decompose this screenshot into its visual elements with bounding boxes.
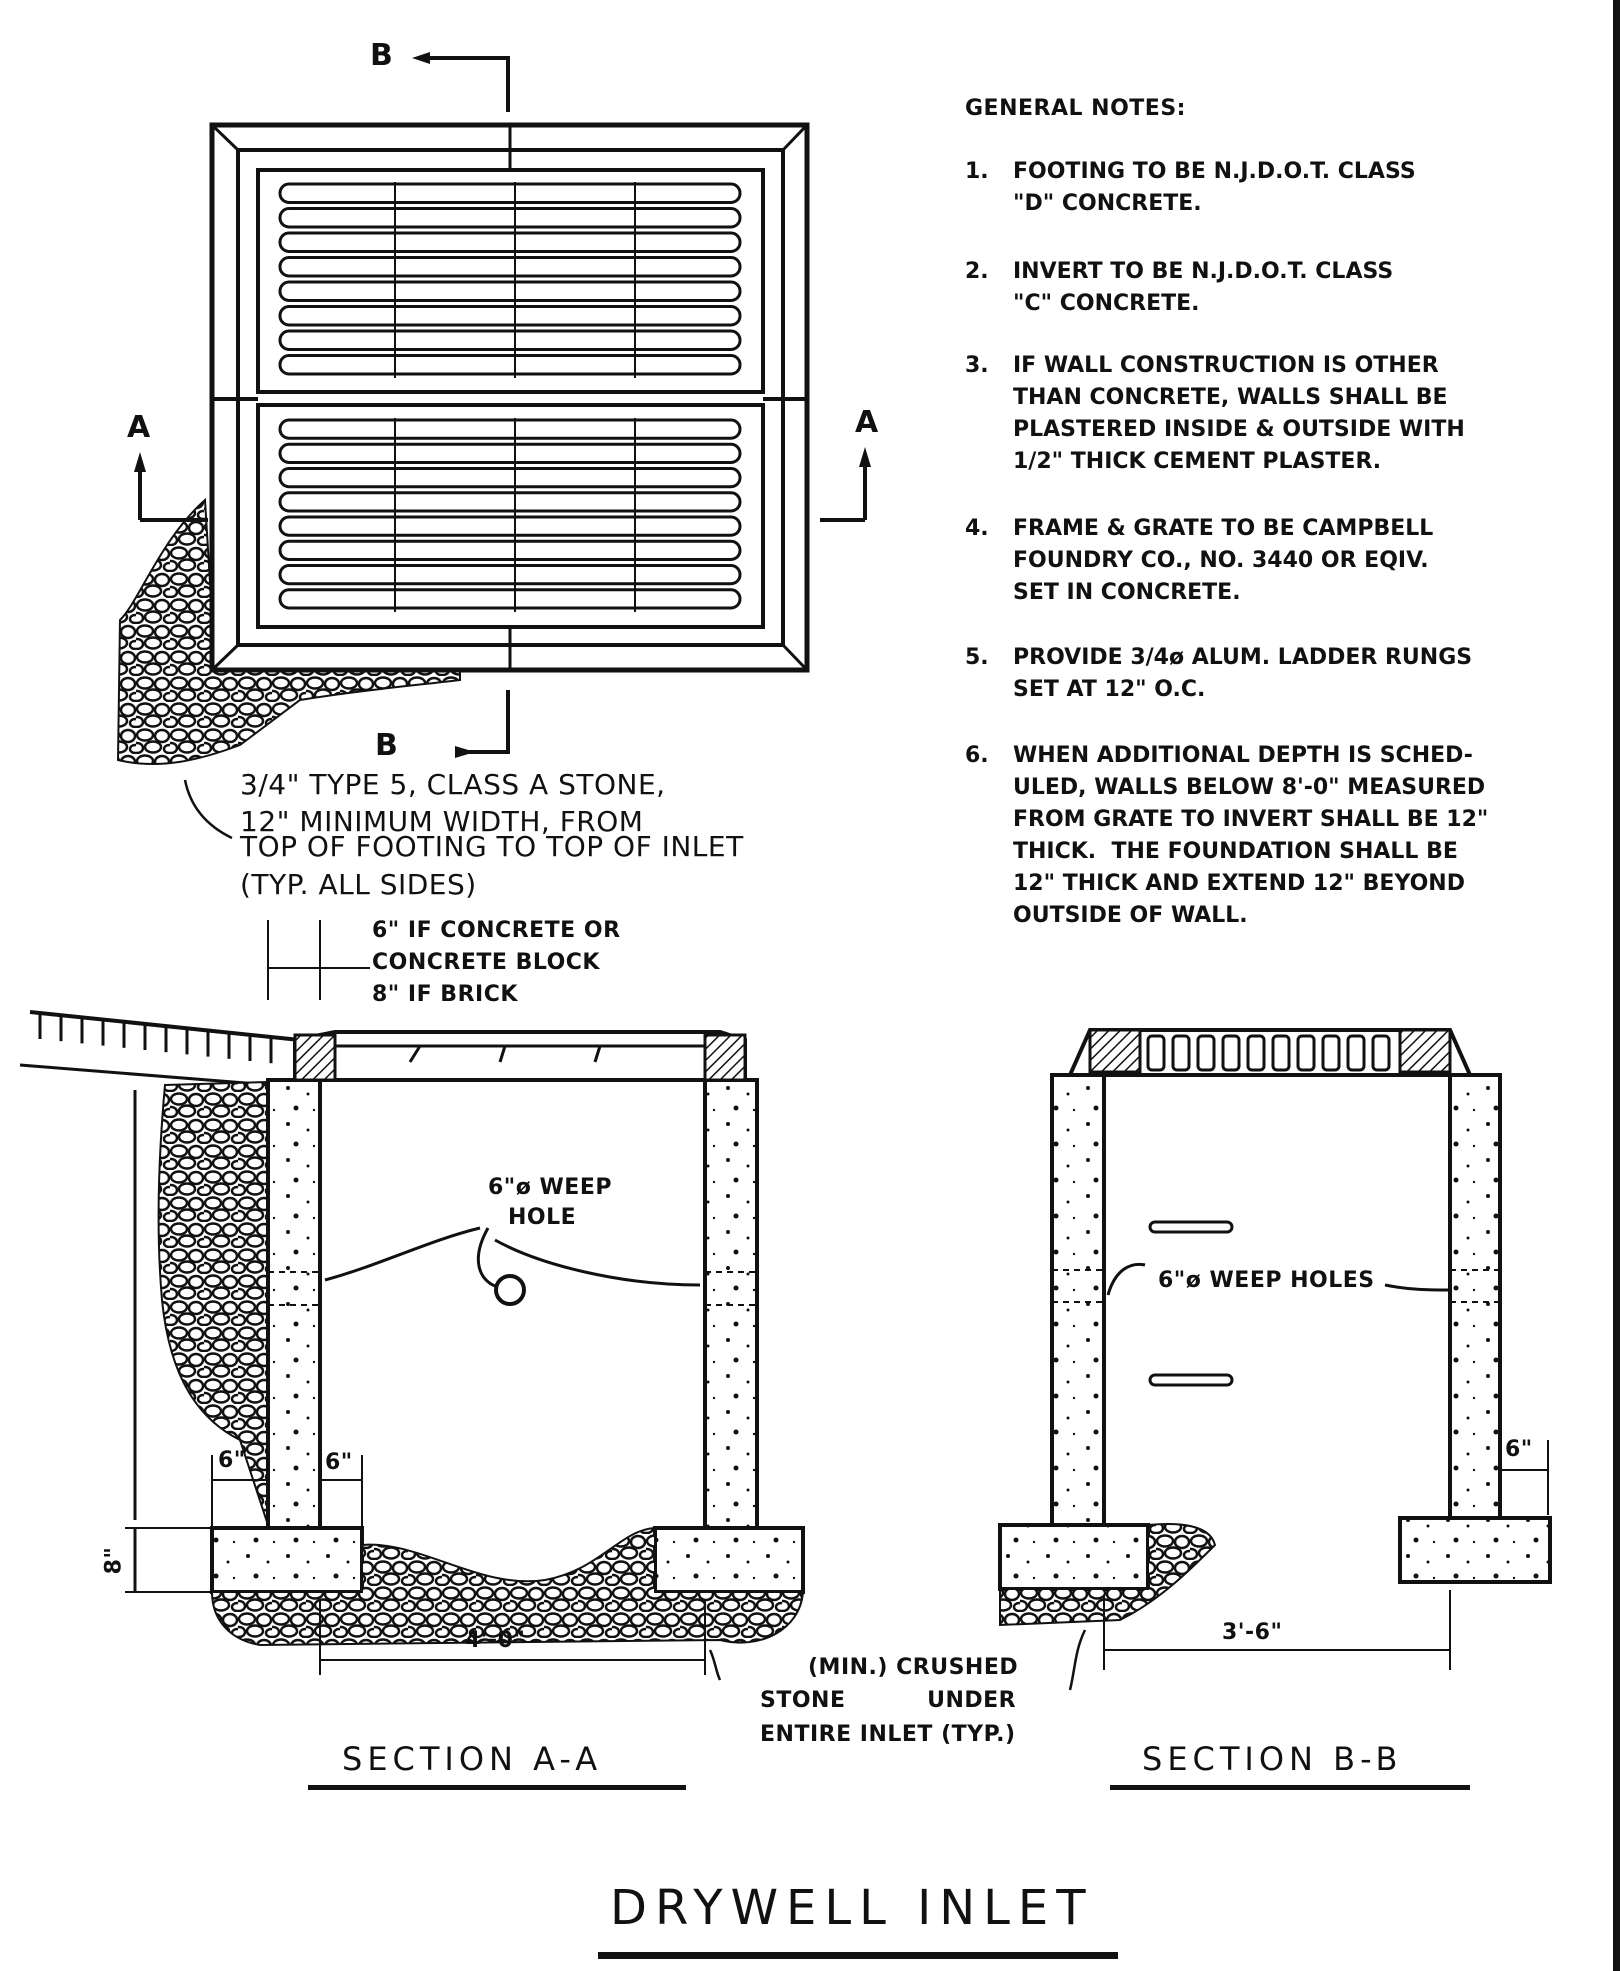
dim-3-6: 3'-6" [1222, 1620, 1283, 1645]
plan-stone-fill [116, 497, 461, 765]
section-a-underline [308, 1785, 686, 1790]
weep-hole-label-line1: 6"ø WEEP [488, 1175, 612, 1200]
grate-bar [278, 305, 742, 327]
dim-8-footing: 8" [101, 1546, 127, 1575]
note-3: 3.IF WALL CONSTRUCTION IS OTHER THAN CON… [965, 353, 1465, 474]
section-b-view [708, 1028, 1552, 1691]
grate-bar [278, 491, 742, 513]
weep-holes-label: 6"ø WEEP HOLES [1158, 1268, 1375, 1293]
note-5: 5.PROVIDE 3/4ø ALUM. LADDER RUNGS SET AT… [965, 645, 1473, 702]
grate-bars [278, 182, 742, 612]
grate-slot [1221, 1034, 1241, 1072]
section-b-footing-right [1398, 1516, 1552, 1584]
section-b-underline [1110, 1785, 1470, 1790]
grate-bar [278, 588, 742, 610]
dim-6-right: 6" [325, 1450, 353, 1475]
general-notes-heading: GENERAL NOTES: [965, 96, 1186, 121]
grate-slot [1196, 1034, 1216, 1072]
marker-b-bottom: B [375, 728, 399, 763]
note-1: 1.FOOTING TO BE N.J.D.O.T. CLASS "D" CON… [965, 159, 1416, 216]
section-b-wall-left [1050, 1073, 1106, 1527]
grate-slot [1171, 1034, 1191, 1072]
note-4: 4.FRAME & GRATE TO BE CAMPBELL FOUNDRY C… [965, 516, 1434, 605]
grate-slot [1371, 1034, 1391, 1072]
stone-under-line1: (MIN.) CRUSHED [808, 1655, 1019, 1680]
grate-bar [278, 256, 742, 278]
section-a-footing-right [653, 1526, 805, 1594]
dim-6-left: 6" [218, 1448, 246, 1473]
grate-bar [278, 467, 742, 489]
section-b-caption: SECTION B-B [1142, 1740, 1403, 1778]
weep-hole-circle [494, 1274, 526, 1306]
weep-hole-label-line2: HOLE [508, 1205, 577, 1230]
stone-note-line4: (TYP. ALL SIDES) [240, 868, 477, 901]
ladder-rung-upper [1148, 1220, 1234, 1234]
plan-view [116, 122, 810, 765]
grate-bar [278, 442, 742, 464]
section-a-stone-bottom [210, 1526, 805, 1647]
title-underline [598, 1952, 1118, 1959]
grate-bar [278, 207, 742, 229]
stone-under-line3: ENTIRE INLET (TYP.) [760, 1722, 1016, 1747]
section-a-view [19, 920, 805, 1675]
grate-bar [278, 231, 742, 253]
grate-slot [1296, 1034, 1316, 1072]
drawing-title: DRYWELL INLET [610, 1880, 1094, 1936]
dim-4-0: 4'-0" [465, 1628, 526, 1653]
marker-b-top: B [370, 38, 394, 73]
stone-note-line1: 3/4" TYPE 5, CLASS A STONE, [240, 768, 666, 801]
ladder-rung-lower [1148, 1373, 1234, 1387]
stone-note-line2: 12" MINIMUM WIDTH, FROM [240, 805, 644, 838]
section-b-footing-left [998, 1523, 1150, 1591]
grate-slot [1346, 1034, 1366, 1072]
grate-slot [1271, 1034, 1291, 1072]
section-a-caption: SECTION A-A [342, 1740, 603, 1778]
stone-note-line3: TOP OF FOOTING TO TOP OF INLET [240, 830, 744, 863]
grate-slot [1146, 1034, 1166, 1072]
grate-bar [278, 182, 742, 204]
grate-slot [1321, 1034, 1341, 1072]
stone-under-line2: STONE UNDER [760, 1688, 1017, 1713]
grate-bar [278, 280, 742, 302]
wall-note-line1: 6" IF CONCRETE OR [372, 918, 621, 943]
grate-slot [1246, 1034, 1266, 1072]
grate-bar [278, 329, 742, 351]
grate-bar [278, 539, 742, 561]
section-a-footing-left [210, 1526, 364, 1594]
grate-bar [278, 418, 742, 440]
note-6: 6.WHEN ADDITIONAL DEPTH IS SCHED- ULED, … [965, 743, 1489, 928]
grate-bar [278, 354, 742, 376]
marker-a-right: A [855, 405, 879, 440]
marker-a-left: A [127, 410, 151, 445]
section-a-stone-left [157, 1080, 269, 1526]
wall-note-line3: 8" IF BRICK [372, 982, 518, 1007]
note-2: 2.INVERT TO BE N.J.D.O.T. CLASS "C" CONC… [965, 259, 1394, 316]
section-arrows [134, 52, 871, 758]
section-b-wall-right [1448, 1073, 1502, 1527]
grate-bar [278, 564, 742, 586]
grate-bar [278, 515, 742, 537]
sheet-right-border [1613, 0, 1620, 1971]
section-b-stone [999, 1523, 1217, 1627]
wall-note-line2: CONCRETE BLOCK [372, 950, 600, 975]
dim-6-b: 6" [1505, 1437, 1533, 1462]
